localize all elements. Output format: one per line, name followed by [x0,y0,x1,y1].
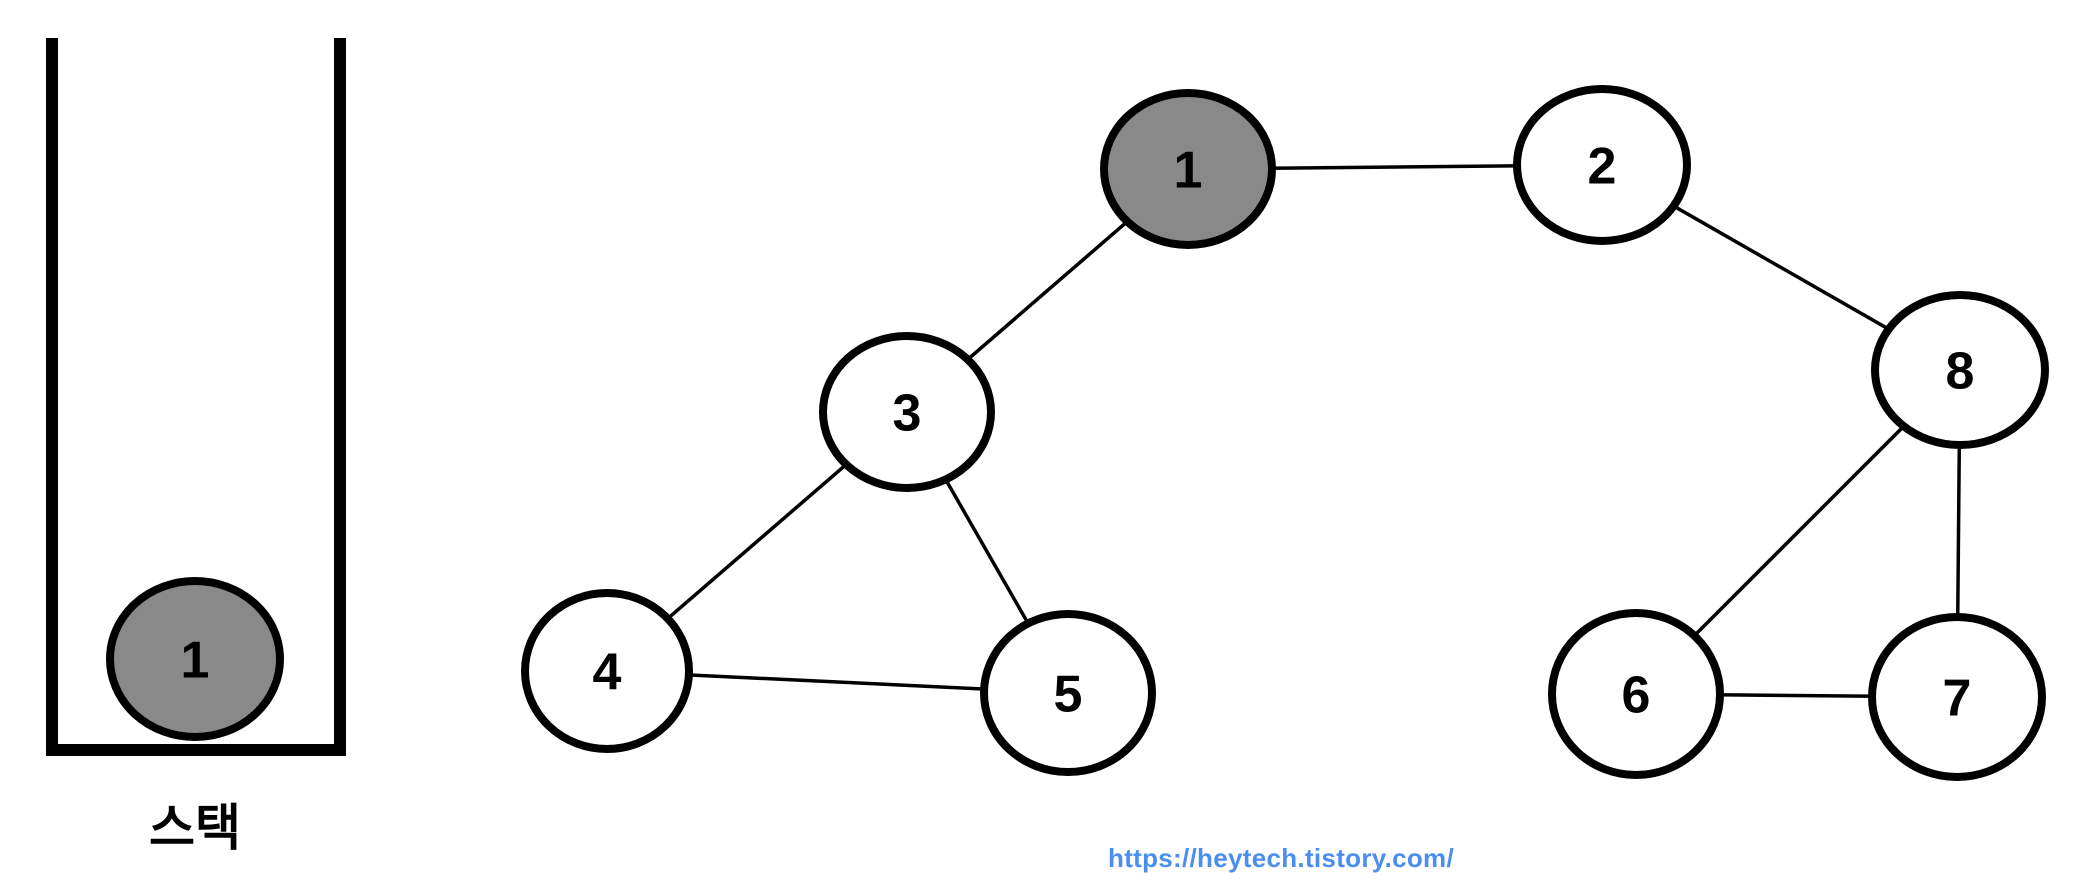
stack-item-label-1: 1 [181,632,210,690]
stack-label: 스택 [149,800,241,856]
stack-container [46,38,346,756]
stack-right-wall [334,38,346,756]
graph-node-label-3: 3 [893,385,922,443]
graph-node-3 [819,332,995,492]
graph-node-label-4: 4 [593,644,622,702]
graph-nodes: 1 2 3 4 5 6 7 8 [521,85,2049,781]
graph-node-4 [521,589,693,753]
graph-node-6 [1548,609,1724,779]
graph-node-label-2: 2 [1588,138,1617,196]
stack-bottom-wall [46,744,346,756]
graph-node-label-6: 6 [1622,667,1651,725]
graph-node-8 [1871,291,2049,449]
graph-node-1 [1100,89,1276,249]
graph-node-label-8: 8 [1946,343,1975,401]
graph-node-7 [1868,613,2046,781]
graph-node-label-1: 1 [1174,142,1203,200]
graph-node-label-7: 7 [1943,670,1972,728]
footer-link[interactable]: https://heytech.tistory.com/ [1108,843,1454,873]
stack-left-wall [46,38,58,756]
graph-node-5 [980,610,1156,776]
graph-node-label-5: 5 [1054,666,1083,724]
stack-item-1 [106,577,284,741]
graph-edges [605,163,1962,699]
graph-node-2 [1513,85,1691,245]
stack-items: 1 [106,577,284,741]
